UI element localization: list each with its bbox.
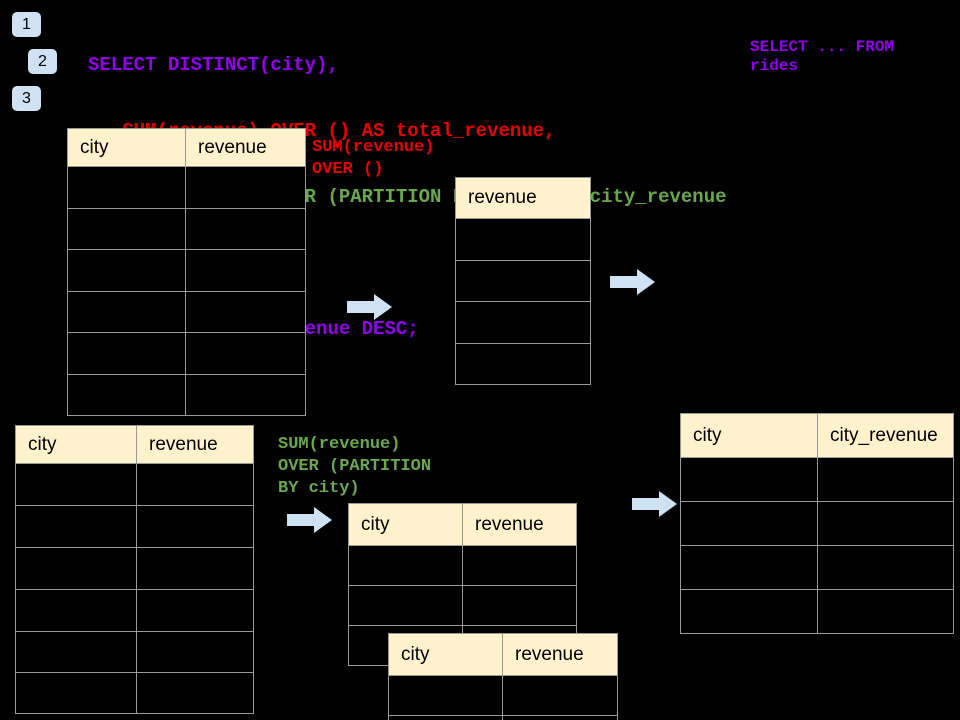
empty-cell — [67, 208, 186, 250]
empty-cell — [136, 589, 254, 632]
table-row — [680, 501, 954, 546]
select-from-note: SELECT ... FROM rides — [750, 38, 895, 75]
table-row — [15, 505, 254, 548]
table-rides-source-bottom: city revenue — [15, 425, 254, 714]
empty-cell — [15, 505, 137, 548]
empty-cell — [817, 545, 954, 590]
table-row — [348, 585, 577, 626]
empty-cell — [388, 715, 503, 720]
table-row — [388, 675, 618, 716]
column-header-revenue: revenue — [455, 177, 591, 219]
column-header-revenue: revenue — [185, 128, 306, 167]
empty-cell — [67, 332, 186, 375]
step-badge-3: 3 — [12, 86, 41, 111]
empty-cell — [15, 589, 137, 632]
column-header-city: city — [348, 503, 463, 546]
table-row — [15, 631, 254, 673]
table-row — [67, 332, 306, 375]
empty-cell — [388, 675, 503, 716]
step-badge-1: 1 — [12, 12, 41, 37]
empty-cell — [817, 501, 954, 546]
table-row — [67, 249, 306, 292]
empty-cell — [15, 631, 137, 673]
empty-cell — [67, 291, 186, 333]
column-header-revenue: revenue — [502, 633, 618, 676]
empty-cell — [136, 672, 254, 714]
column-header-city: city — [680, 413, 818, 458]
empty-cell — [15, 547, 137, 590]
empty-cell — [348, 545, 463, 586]
table-revenue-only: revenue — [455, 177, 591, 385]
empty-cell — [462, 585, 577, 626]
empty-cell — [136, 505, 254, 548]
table-row — [15, 547, 254, 590]
empty-cell — [185, 208, 306, 250]
table-row — [15, 589, 254, 632]
table-row — [67, 291, 306, 333]
empty-cell — [680, 457, 818, 502]
empty-cell — [185, 374, 306, 416]
table-row — [680, 545, 954, 590]
table-row — [455, 260, 591, 302]
column-header-city-revenue: city_revenue — [817, 413, 954, 458]
flow-arrow-icon — [347, 294, 392, 320]
empty-cell — [462, 545, 577, 586]
empty-cell — [136, 463, 254, 506]
table-row — [455, 301, 591, 344]
column-header-city: city — [15, 425, 137, 464]
table-row — [67, 208, 306, 250]
column-header-city: city — [67, 128, 186, 167]
flow-arrow-icon — [287, 507, 332, 533]
empty-cell — [502, 675, 618, 716]
empty-cell — [15, 672, 137, 714]
step-badge-2: 2 — [28, 49, 57, 74]
empty-cell — [680, 589, 818, 634]
sql-line-select: SELECT DISTINCT(city), — [88, 54, 339, 76]
table-row — [67, 374, 306, 416]
empty-cell — [185, 249, 306, 292]
empty-cell — [67, 249, 186, 292]
column-header-city: city — [388, 633, 503, 676]
table-partition-back: city revenue — [388, 633, 618, 720]
column-header-revenue: revenue — [136, 425, 254, 464]
table-result-city-revenue: city city_revenue — [680, 413, 954, 634]
empty-cell — [136, 631, 254, 673]
empty-cell — [455, 343, 591, 385]
empty-cell — [455, 260, 591, 302]
table-row — [455, 343, 591, 385]
empty-cell — [455, 218, 591, 261]
table-row — [15, 672, 254, 714]
table-rides-source-top: city revenue — [67, 128, 306, 416]
table-row — [67, 166, 306, 209]
empty-cell — [817, 589, 954, 634]
table-row — [680, 457, 954, 502]
empty-cell — [136, 547, 254, 590]
empty-cell — [680, 501, 818, 546]
empty-cell — [680, 545, 818, 590]
label-sum-over-total: SUM(revenue) OVER () — [312, 138, 435, 179]
empty-cell — [817, 457, 954, 502]
empty-cell — [185, 291, 306, 333]
empty-cell — [15, 463, 137, 506]
table-row — [15, 463, 254, 506]
table-row — [680, 589, 954, 634]
empty-cell — [67, 166, 186, 209]
table-row — [388, 715, 618, 720]
column-header-revenue: revenue — [462, 503, 577, 546]
table-row — [348, 545, 577, 586]
flow-arrow-icon — [632, 491, 677, 517]
empty-cell — [185, 332, 306, 375]
empty-cell — [348, 585, 463, 626]
empty-cell — [455, 301, 591, 344]
label-sum-over-partition: SUM(revenue) OVER (PARTITION BY city) — [278, 435, 432, 498]
empty-cell — [502, 715, 618, 720]
table-row — [455, 218, 591, 261]
empty-cell — [67, 374, 186, 416]
empty-cell — [185, 166, 306, 209]
flow-arrow-icon — [610, 269, 655, 295]
